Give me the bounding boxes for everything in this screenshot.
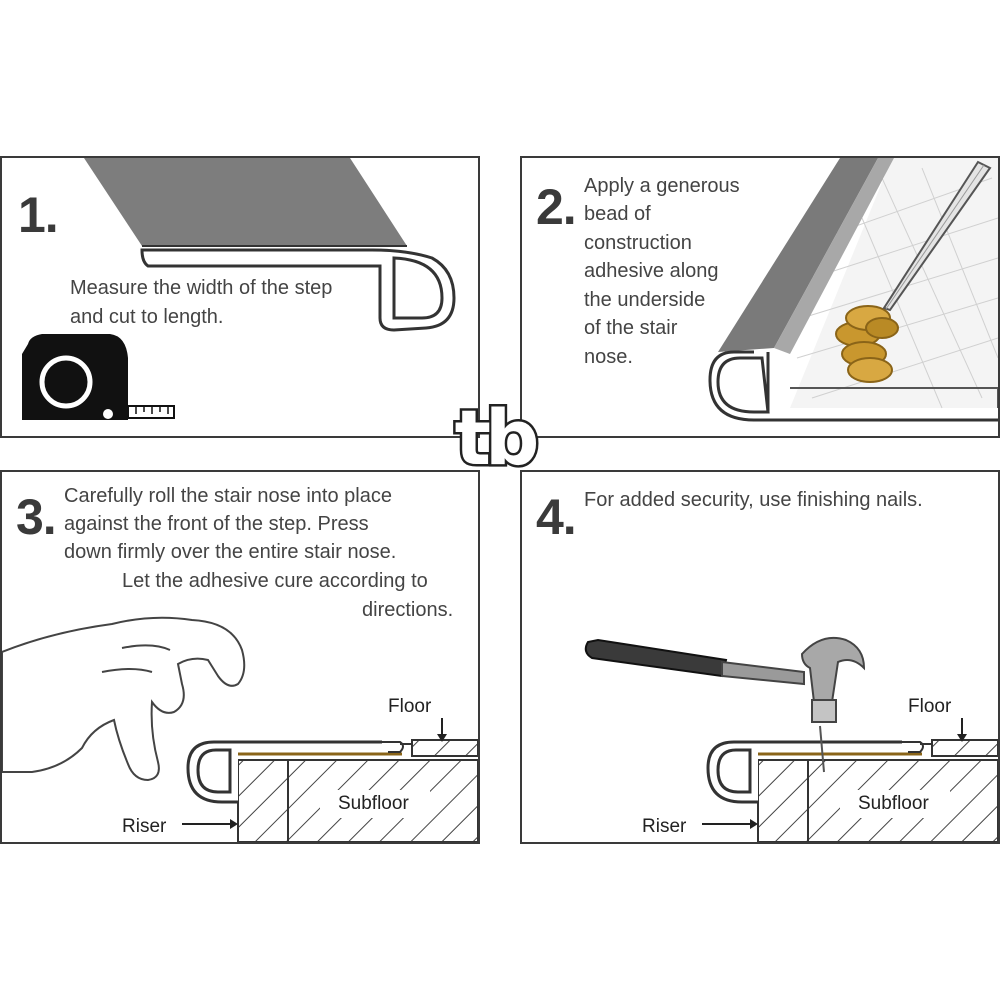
instruction-line: of the stair — [584, 317, 678, 339]
floor-label: Floor — [388, 696, 432, 717]
instruction-line: Apply a generous — [584, 175, 740, 197]
nailing-cross-section-illustration — [584, 636, 998, 842]
step-number: 1. — [18, 187, 59, 243]
instruction-line: Carefully roll the stair nose into place — [64, 485, 392, 507]
logo-text: tb — [455, 396, 536, 480]
instruction-line: construction — [584, 232, 692, 254]
logo-graphic: tb — [452, 391, 544, 485]
stair-cross-section-illustration — [2, 616, 478, 842]
step-1-panel: 1. Measure the width of the step and cut… — [0, 156, 480, 438]
instruction-line: down firmly over the entire stair nose. — [64, 541, 397, 563]
riser-label: Riser — [122, 816, 167, 837]
instruction-line: against the front of the step. Press — [64, 513, 369, 535]
instruction-line: and cut to length. — [70, 306, 224, 328]
tape-measure-icon — [22, 334, 175, 420]
hand-icon — [2, 616, 246, 782]
adhesive-bead — [835, 305, 899, 383]
instruction-line: For added security, use finishing nails. — [584, 489, 923, 511]
step-number: 2. — [536, 179, 577, 235]
floor-label: Floor — [908, 696, 952, 717]
instruction-line: Measure the width of the step — [70, 277, 333, 299]
stair-nose-profile-illustration — [22, 158, 456, 420]
step-3-panel: 3. Carefully roll the stair nose into pl… — [0, 470, 480, 844]
step-2-panel: 2. Apply a generous bead of construction… — [520, 156, 1000, 438]
subfloor-label: Subfloor — [336, 793, 411, 814]
arrow-icon — [182, 718, 447, 829]
adhesive-tube-icon — [882, 160, 992, 312]
instruction-line: the underside — [584, 289, 706, 311]
instruction-line: bead of — [584, 203, 651, 225]
instruction-line: adhesive along — [584, 260, 719, 282]
instruction-line: directions. — [362, 599, 454, 621]
riser-label: Riser — [642, 816, 687, 837]
adhesive-application-illustration — [708, 158, 998, 422]
logo-mark: tb — [444, 391, 544, 485]
hammer-icon — [584, 636, 866, 723]
instruction-line: nose. — [584, 346, 633, 368]
arrow-icon — [702, 718, 967, 829]
step-number: 4. — [536, 489, 577, 545]
step-4-panel: 4. For added security, use finishing nai… — [520, 470, 1000, 844]
step-number: 3. — [16, 489, 57, 545]
instruction-line: Let the adhesive cure according to — [122, 570, 428, 592]
subfloor-label: Subfloor — [856, 793, 931, 814]
